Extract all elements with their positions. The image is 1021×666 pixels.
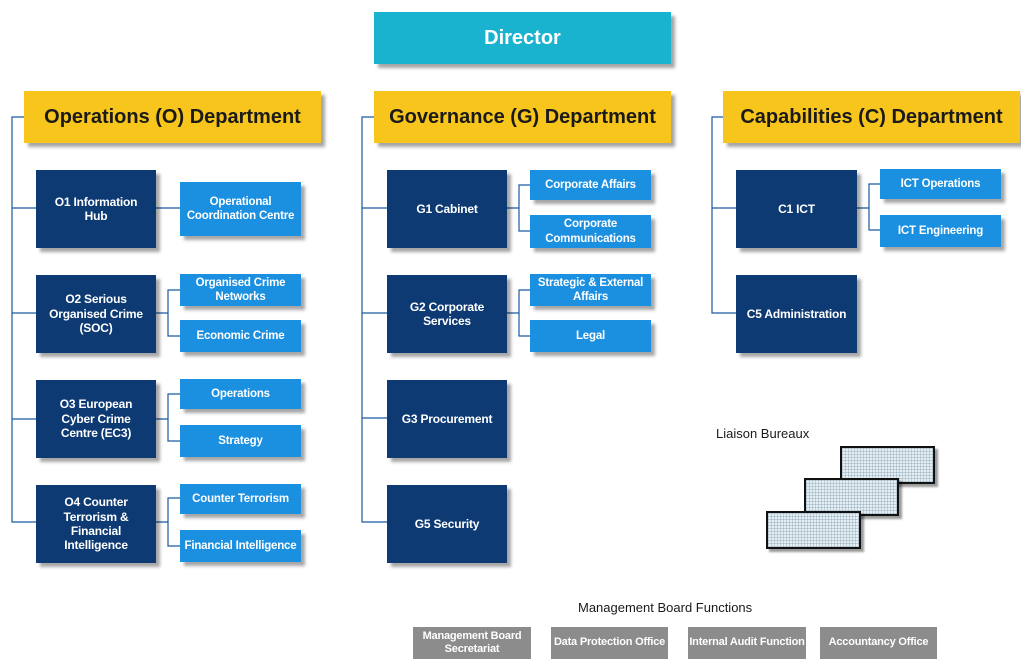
subunit-operations[interactable]: Operations <box>180 379 301 409</box>
unit-g3-procurement[interactable]: G3 Procurement <box>387 380 507 458</box>
subunit-ict-engineering[interactable]: ICT Engineering <box>880 215 1001 247</box>
subunit-ict-operations[interactable]: ICT Operations <box>880 169 1001 199</box>
liaison-bureaux-label: Liaison Bureaux <box>716 426 810 441</box>
liaison-bureau-card <box>840 446 935 484</box>
subunit-corporate-communications[interactable]: Corporate Communications <box>530 215 651 248</box>
unit-c1-ict[interactable]: C1 ICT <box>736 170 857 248</box>
director-box[interactable]: Director <box>374 12 671 64</box>
subunit-strategic-external-affairs[interactable]: Strategic & External Affairs <box>530 274 651 306</box>
subunit-counter-terrorism[interactable]: Counter Terrorism <box>180 484 301 514</box>
unit-c5-administration[interactable]: C5 Administration <box>736 275 857 353</box>
board-function-data-protection-office[interactable]: Data Protection Office <box>551 627 668 659</box>
subunit-organised-crime-networks[interactable]: Organised Crime Networks <box>180 274 301 306</box>
unit-o4-counter-terrorism-financial-intelligence[interactable]: O4 Counter Terrorism & Financial Intelli… <box>36 485 156 563</box>
unit-g2-corporate-services[interactable]: G2 Corporate Services <box>387 275 507 353</box>
board-function-internal-audit-function[interactable]: Internal Audit Function <box>688 627 806 659</box>
unit-g1-cabinet[interactable]: G1 Cabinet <box>387 170 507 248</box>
subunit-operational-coordination-centre[interactable]: Operational Coordination Centre <box>180 182 301 236</box>
subunit-economic-crime[interactable]: Economic Crime <box>180 320 301 352</box>
board-function-accountancy-office[interactable]: Accountancy Office <box>820 627 937 659</box>
liaison-bureau-card <box>766 511 861 549</box>
board-function-management-board-secretariat[interactable]: Management Board Secretariat <box>413 627 531 659</box>
operations-department-header[interactable]: Operations (O) Department <box>24 91 321 143</box>
subunit-strategy[interactable]: Strategy <box>180 425 301 457</box>
unit-o3-european-cyber-crime-centre[interactable]: O3 European Cyber Crime Centre (EC3) <box>36 380 156 458</box>
unit-g5-security[interactable]: G5 Security <box>387 485 507 563</box>
capabilities-department-header[interactable]: Capabilities (C) Department <box>723 91 1020 143</box>
unit-o1-information-hub[interactable]: O1 Information Hub <box>36 170 156 248</box>
management-board-functions-label: Management Board Functions <box>578 600 753 615</box>
unit-o2-serious-organised-crime[interactable]: O2 Serious Organised Crime (SOC) <box>36 275 156 353</box>
subunit-corporate-affairs[interactable]: Corporate Affairs <box>530 170 651 200</box>
subunit-financial-intelligence[interactable]: Financial Intelligence <box>180 530 301 562</box>
subunit-legal[interactable]: Legal <box>530 320 651 352</box>
liaison-bureau-card <box>804 478 899 516</box>
governance-department-header[interactable]: Governance (G) Department <box>374 91 671 143</box>
